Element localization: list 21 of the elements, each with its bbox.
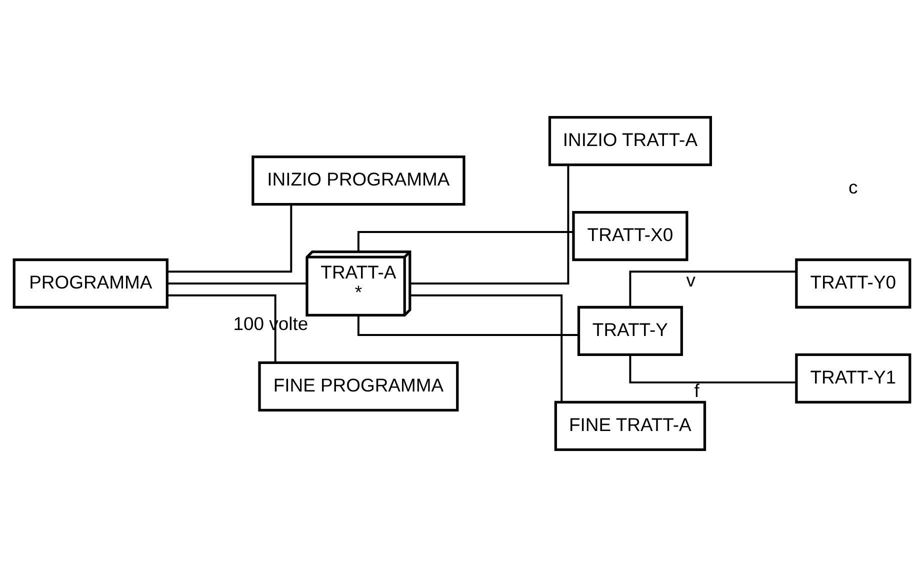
node-box: INIZIO PROGRAMMA: [252, 155, 466, 206]
node-box: INIZIO TRATT-A: [548, 115, 712, 166]
connector: [357, 230, 574, 252]
connector: [629, 270, 796, 307]
node-box: TRATT-Y0: [795, 258, 912, 308]
label: c: [848, 176, 858, 197]
connector: [629, 354, 796, 383]
connector: [167, 282, 307, 284]
connector: [167, 294, 276, 362]
node-box: TRATT-Y1: [795, 352, 912, 404]
node-box: TRATT-Y: [577, 305, 683, 356]
edge-label: f: [694, 380, 700, 401]
connector: [168, 204, 292, 272]
node-box: TRATT-X0: [572, 210, 688, 261]
node-box: PROGRAMMA: [12, 258, 168, 308]
connector: [410, 164, 570, 284]
edge-label: v: [686, 268, 696, 290]
connector: [357, 314, 578, 336]
node-box: FINE PROGRAMMA: [258, 360, 459, 411]
connector: [410, 294, 563, 402]
node-box: FINE TRATT-A: [554, 400, 706, 451]
